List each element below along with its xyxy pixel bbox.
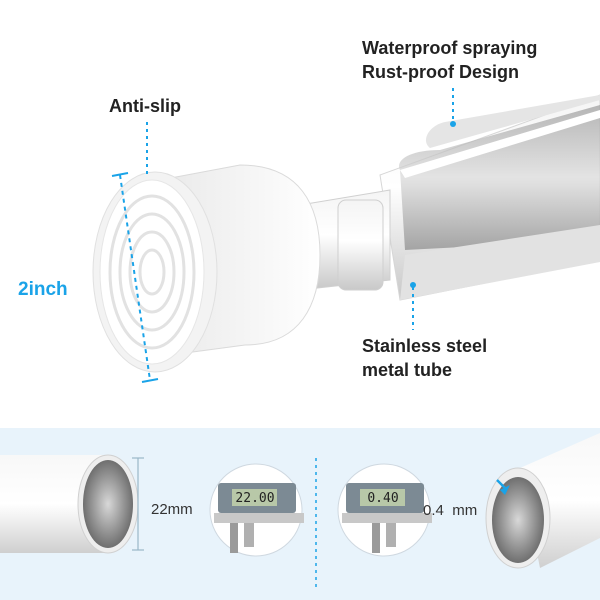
anti-slip-label: Anti-slip [109,96,181,116]
thickness-arrow [496,479,506,489]
waterproof-label-line1: Waterproof spraying [362,38,538,58]
size-dimension-line [119,174,151,381]
anti-slip-pattern [108,194,196,350]
caliper1-display: 22.00 [235,491,275,506]
size-label: 2inch [18,279,68,300]
diameter-label: 22mm [151,501,193,518]
waterproof-label-line2: Rust-proof Design [362,62,519,83]
end-cap [92,164,321,373]
product-illustration [92,88,600,383]
stainless-label: Stainless steel metal tube [362,334,487,383]
inner-tube [299,189,391,291]
caliper-2 [337,463,432,557]
waterproof-label: Waterproof spraying Rust-proof Design [362,36,537,85]
diameter-bracket [132,457,144,551]
thickness-value: 0.4 [423,502,444,519]
thickness-label: 0.4 mm [423,502,477,519]
caliper2-display: 0.40 [367,491,399,506]
thickness-unit: mm [452,502,478,519]
outer-tube [379,94,600,301]
stainless-label-line1: Stainless steel [362,336,488,356]
caliper-1 [209,463,304,557]
measurement-illustration [0,433,600,588]
right-tube [485,433,600,569]
left-tube [0,454,139,554]
stainless-label-line2: metal tube [362,360,453,381]
